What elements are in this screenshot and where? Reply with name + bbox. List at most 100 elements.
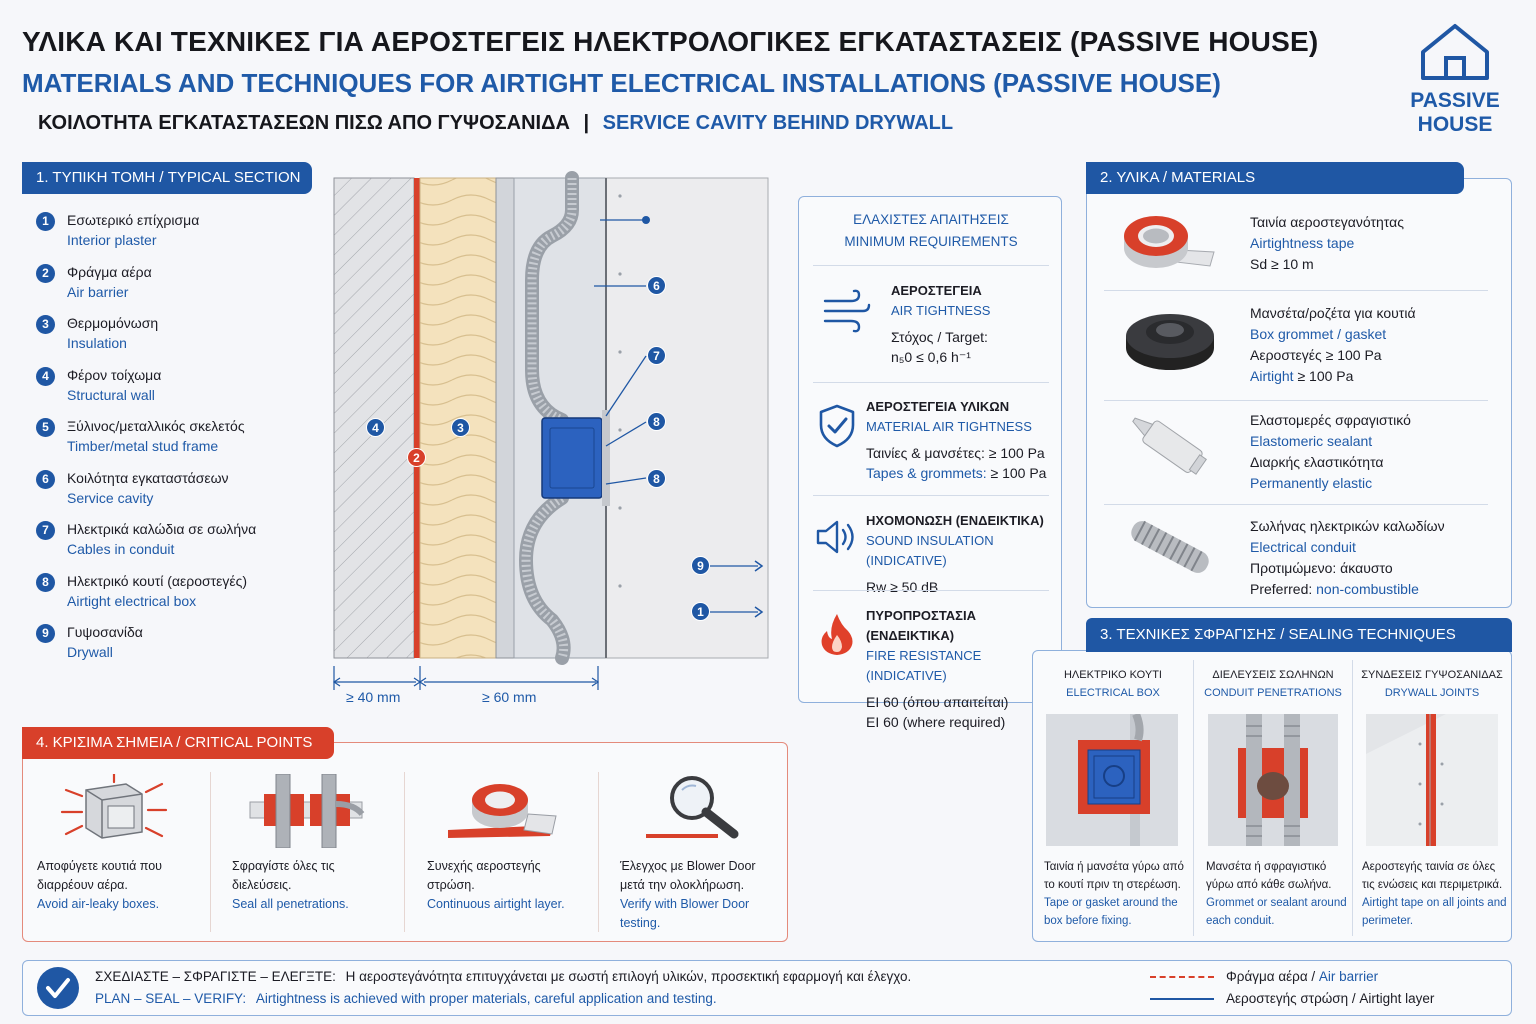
flame-icon: [821, 614, 853, 655]
req-air-tightness-gr: ΑΕΡΟΣΤΕΓΕΙΑ: [891, 283, 982, 298]
technique-conduit-caption-gr: Μανσέτα ή σφραγιστικό γύρω από κάθε σωλή…: [1206, 861, 1332, 891]
material-sealant-spec-en: Permanently elastic: [1250, 475, 1373, 491]
grommet-icon: [1126, 314, 1214, 370]
technique-joints-caption: Αεροστεγής ταινία σε όλες τις ενώσεις κα…: [1362, 858, 1508, 930]
sealed-penetrations-icon: [249, 774, 365, 848]
critical-penetrations-gr: Σφραγίστε όλες τις διελεύσεις.: [232, 859, 335, 892]
legend-air-barrier-line: [1150, 976, 1214, 978]
requirements-panel: ΕΛΑΧΙΣΤΕΣ ΑΠΑΙΤΗΣΕΙΣ MINIMUM REQUIREMENT…: [798, 196, 1063, 730]
legend-number: 8: [36, 572, 55, 592]
legend-label-en: Timber/metal stud frame: [67, 438, 219, 454]
stud-frame: [495, 177, 515, 659]
material-grommet-en: Box grommet / gasket: [1250, 326, 1387, 342]
legend-number: 6: [36, 469, 55, 489]
passive-house-logo: PASSIVE HOUSE: [1406, 22, 1504, 138]
material-tape-gr: Ταινία αεροστεγανότητας: [1250, 214, 1404, 230]
req-fire-value-en: EI 60 (where required): [866, 714, 1006, 730]
section4-heading: 4. ΚΡΙΣΙΜΑ ΣΗΜΕΙΑ / CRITICAL POINTS: [22, 727, 334, 759]
technique-joints-en: DRYWALL JOINTS: [1384, 687, 1480, 699]
req-sound-gr: ΗΧΟΜΟΝΩΣΗ (ΕΝΔΕΙΚΤΙΚΑ): [866, 513, 1044, 528]
technique-box-en: ELECTRICAL BOX: [1066, 687, 1160, 699]
subtitle-en: SERVICE CAVITY BEHIND DRYWALL: [602, 112, 954, 134]
footer-text-en: Airtightness is achieved with proper mat…: [255, 991, 717, 1006]
check-circle-icon: [37, 967, 79, 1009]
technique-conduit-penetrations: ΔΙΕΛΕΥΣΕΙΣ ΣΩΛΗΝΩΝ CONDUIT PENETRATIONS: [1198, 666, 1348, 702]
technique-box-gr: ΗΛΕΚΤΡΙΚΟ ΚΟΥΤΙ: [1063, 669, 1162, 681]
legend-airtight-line: [1150, 998, 1214, 1000]
critical-blower-en: Verify with Blower Door testing.: [620, 897, 750, 930]
dimension-right: ≥ 60 mm: [482, 689, 537, 705]
technique-box-caption-gr: Ταινία ή μανσέτα γύρω από το κουτί πριν …: [1044, 861, 1184, 891]
box-gasket: [602, 410, 610, 506]
callout-1: 1: [691, 602, 710, 621]
req-sound-insulation: ΗΧΟΜΟΝΩΣΗ (ΕΝΔΕΙΚΤΙΚΑ) SOUND INSULATION …: [866, 511, 1061, 597]
air-flow-icon: [823, 289, 871, 333]
legend-airtight-layer: Αεροστεγής στρώση / Airtight layer: [1226, 991, 1435, 1006]
legend-label-en: Insulation: [67, 335, 127, 351]
conduit-pipe-icon: [1131, 520, 1209, 573]
critical-leaky-gr: Αποφύγετε κουτιά που διαρρέουν αέρα.: [37, 859, 163, 892]
footer-line-gr: ΣΧΕΔΙΑΣΤΕ – ΣΦΡΑΓΙΣΤΕ – ΕΛΕΓΞΤΕ: Η αεροσ…: [95, 966, 911, 988]
technique-conduit-gr: ΔΙΕΛΕΥΣΕΙΣ ΣΩΛΗΝΩΝ: [1212, 669, 1334, 681]
material-sealant: Ελαστομερές σφραγιστικό Elastomeric seal…: [1250, 410, 1411, 494]
leaky-box-icon: [60, 774, 168, 839]
logo-line1: PASSIVE: [1410, 89, 1500, 112]
technique-drywall-joints: ΣΥΝΔΕΣΕΙΣ ΓΥΨΟΣΑΝΙΔΑΣ DRYWALL JOINTS: [1356, 666, 1508, 702]
req-fire-resistance: ΠΥΡΟΠΡΟΣΤΑΣΙΑ (ΕΝΔΕΙΚΤΙΚΑ) FIRE RESISTAN…: [866, 606, 1061, 732]
drywall-joint-illustration: [1366, 714, 1498, 846]
requirements-title-en: MINIMUM REQUIREMENTS: [844, 234, 1018, 249]
dimension-left: ≥ 40 mm: [346, 689, 401, 705]
critical-penetrations-en: Seal all penetrations.: [232, 897, 349, 911]
material-conduit-en: Electrical conduit: [1250, 539, 1356, 555]
conduit-sealing-illustration: [1208, 714, 1338, 846]
critical-leaky-boxes: Αποφύγετε κουτιά που διαρρέουν αέρα. Avo…: [37, 857, 207, 914]
req-air-tightness-target: Στόχος / Target:: [891, 329, 988, 345]
critical-points-panel: [22, 742, 788, 942]
legend-label-en: Interior plaster: [67, 232, 157, 248]
req-air-tightness-value: n₅0 ≤ 0,6 h⁻¹: [891, 349, 971, 365]
legend-label-gr: Γυψοσανίδα: [67, 624, 143, 640]
section1-heading: 1. ΤΥΠΙΚΗ ΤΟΜΗ / TYPICAL SECTION: [22, 162, 312, 194]
material-conduit-gr: Σωλήνας ηλεκτρικών καλωδίων: [1250, 518, 1445, 534]
critical-blower-door: Έλεγχος με Blower Door μετά την ολοκλήρω…: [620, 857, 782, 933]
material-sealant-gr: Ελαστομερές σφραγιστικό: [1250, 412, 1411, 428]
subtitle-sep: |: [583, 112, 590, 134]
technique-electrical-box: ΗΛΕΚΤΡΙΚΟ ΚΟΥΤΙ ELECTRICAL BOX: [1038, 666, 1188, 702]
air-barrier-layer: [414, 178, 420, 658]
requirements-title-gr: ΕΛΑΧΙΣΤΕΣ ΑΠΑΙΤΗΣΕΙΣ: [853, 212, 1009, 227]
callout-7: 7: [647, 346, 666, 365]
footer-plan-gr: ΣΧΕΔΙΑΣΤΕ – ΣΦΡΑΓΙΣΤΕ – ΕΛΕΓΞΤΕ:: [95, 969, 336, 984]
legend-number: 9: [36, 624, 55, 643]
technique-box-caption-en: Tape or gasket around the box before fix…: [1044, 897, 1178, 927]
legend-number: 3: [36, 315, 55, 334]
technique-conduit-en: CONDUIT PENETRATIONS: [1204, 687, 1342, 699]
req-air-tightness-en: AIR TIGHTNESS: [891, 303, 991, 318]
legend-number: 4: [36, 366, 55, 386]
legend-label-gr: Φράγμα αέρα: [67, 263, 152, 280]
material-conduit: Σωλήνας ηλεκτρικών καλωδίων Electrical c…: [1250, 516, 1445, 600]
footer-text-gr: Η αεροστεγάνότητα επιτυγχάνεται με σωστή…: [345, 969, 912, 984]
callout-6: 6: [647, 276, 666, 295]
material-tape-spec: Sd ≥ 10 m: [1250, 256, 1314, 272]
continuous-tape-icon: [448, 784, 557, 838]
req-sound-en: SOUND INSULATION (INDICATIVE): [866, 533, 994, 568]
requirements-title: ΕΛΑΧΙΣΤΕΣ ΑΠΑΙΤΗΣΕΙΣ MINIMUM REQUIREMENT…: [799, 209, 1063, 253]
critical-leaky-en: Avoid air-leaky boxes.: [37, 897, 160, 911]
electrical-box: [541, 417, 603, 499]
material-sealant-en: Elastomeric sealant: [1250, 433, 1373, 449]
legend-label-gr: Ηλεκτρικό κουτί (αεροστεγές): [67, 572, 248, 589]
legend-label-en: Drywall: [67, 644, 113, 660]
req-fire-en: FIRE RESISTANCE (INDICATIVE): [866, 648, 982, 683]
callout-9: 9: [691, 556, 710, 575]
drywall-marker-icon: [642, 216, 650, 224]
technique-conduit-caption: Μανσέτα ή σφραγιστικό γύρω από κάθε σωλή…: [1206, 858, 1351, 930]
page-subtitle: ΚΟΙΛΟΤΗΤΑ ΕΓΚΑΤΑΣΤΑΣΕΩΝ ΠΙΣΩ ΑΠΟ ΓΥΨΟΣΑΝ…: [38, 112, 953, 135]
technique-joints-caption-gr: Αεροστεγής ταινία σε όλες τις ενώσεις κα…: [1362, 861, 1503, 891]
req-material-en: MATERIAL AIR TIGHTNESS: [866, 419, 1032, 434]
